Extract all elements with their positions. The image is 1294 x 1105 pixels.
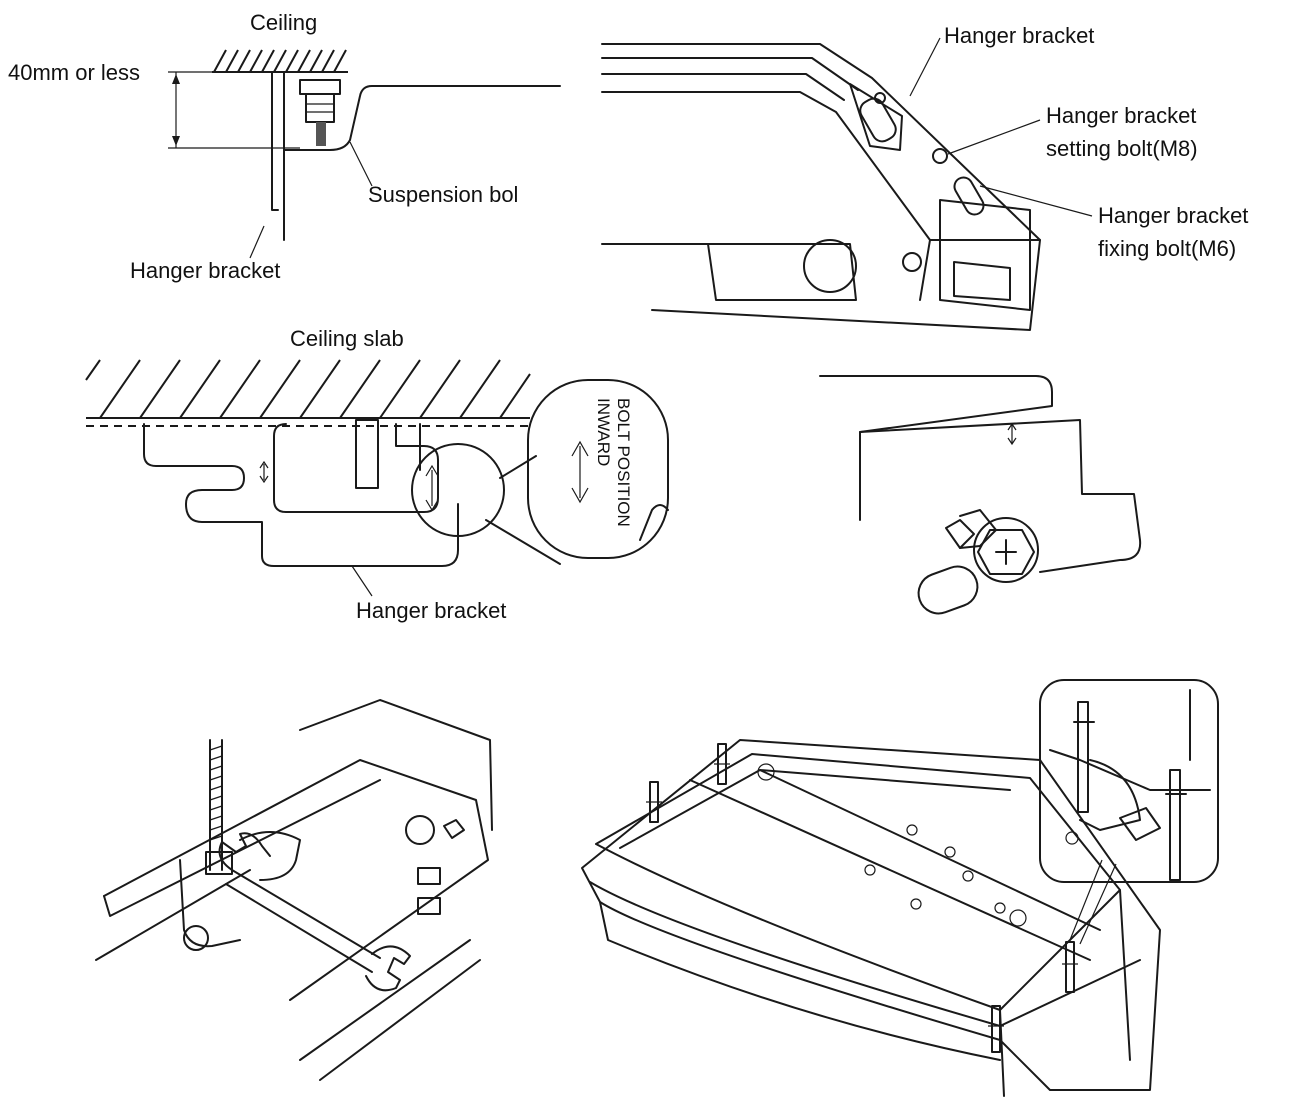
fixing-bolt-label-2: fixing bolt(M6) — [1098, 236, 1236, 261]
suspension-rod — [209, 739, 223, 871]
panel-wrench — [95, 699, 493, 1081]
setting-bolt-leader — [947, 119, 1041, 155]
dimension-label: 40mm or less — [8, 60, 140, 85]
small-arrow-icon — [425, 464, 439, 512]
hanger-bracket-leader-c — [351, 565, 373, 597]
hanger-bracket-icon — [859, 92, 985, 272]
suspension-bolt-leader — [349, 141, 373, 187]
hanger-bracket-label-c: Hanger bracket — [356, 598, 506, 623]
dimension-arrow — [168, 71, 300, 149]
setting-bolt-label-2: setting bolt(M8) — [1046, 136, 1198, 161]
suspension-bolt-icon — [299, 79, 341, 146]
fixing-bolt-label-1: Hanger bracket — [1098, 203, 1248, 228]
hanger-bracket-label-a: Hanger bracket — [130, 258, 280, 283]
hanger-bracket-profile — [271, 71, 561, 241]
wrench-icon — [218, 832, 411, 992]
panel-bolt-closeup — [819, 375, 1142, 615]
suspension-bolts-icon — [646, 743, 1078, 1053]
indoor-unit-icon — [581, 739, 1161, 1097]
hanger-bracket-leader-b — [909, 37, 941, 97]
suspension-bolt-label: Suspension bol — [368, 182, 518, 207]
ceiling-slab-label: Ceiling slab — [290, 326, 404, 351]
ceiling-hatch — [212, 49, 348, 73]
bolt-position-label-1: BOLT POSITION — [614, 398, 633, 527]
bolt-position-label-2: INWARD — [594, 398, 613, 466]
detail-circle — [411, 443, 505, 537]
panel-indoor-unit — [581, 679, 1219, 1097]
setting-bolt-label-1: Hanger bracket — [1046, 103, 1196, 128]
hanger-bracket-outline — [143, 419, 459, 567]
fixing-bolt-leader — [979, 185, 1093, 217]
panel-unit-corner: Hanger bracket Hanger bracket setting bo… — [601, 23, 1248, 331]
hanger-bracket-leader-a — [249, 225, 265, 259]
ceiling-label: Ceiling — [250, 10, 317, 35]
panel-ceiling-detail: Ceiling 40mm or less Suspension bol — [8, 10, 561, 283]
hex-bolt-icon — [917, 509, 1039, 615]
hanger-bracket-label-b: Hanger bracket — [944, 23, 1094, 48]
ceiling-slab-hatch — [85, 359, 531, 427]
magnifier-callout — [527, 379, 669, 559]
panel-ceiling-slab: Ceiling slab BOLT POSITION INWARD Hanger… — [85, 326, 669, 623]
detail-callout — [1039, 679, 1219, 945]
